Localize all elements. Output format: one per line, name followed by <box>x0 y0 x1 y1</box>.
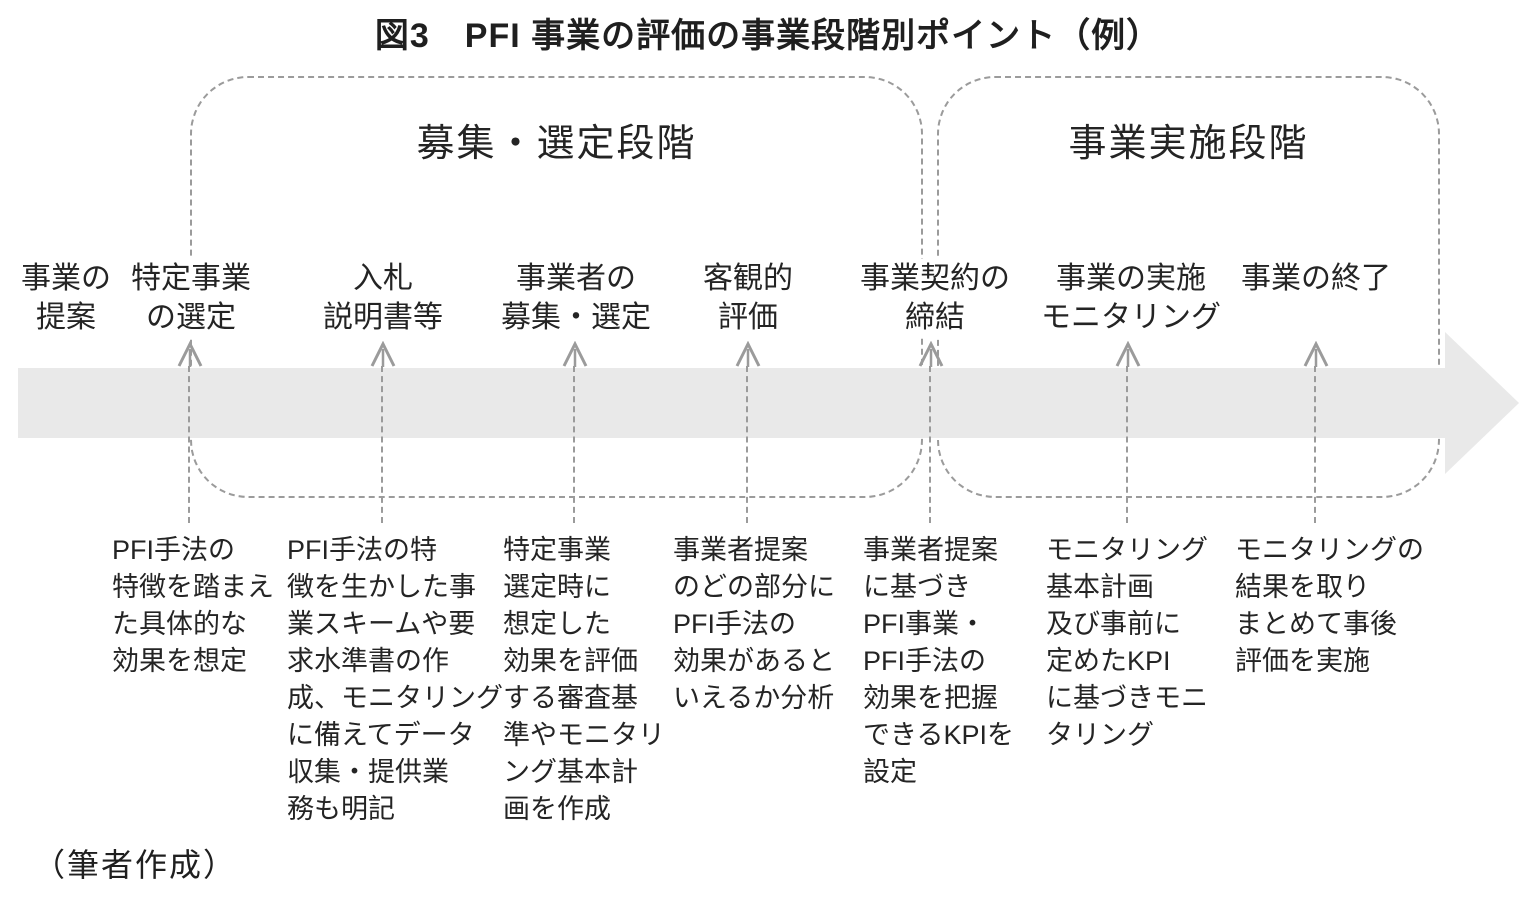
up-arrow-icon <box>562 341 588 367</box>
dashed-line <box>746 366 748 523</box>
dashed-line <box>381 366 383 523</box>
milestone-label-project-selection: 特定事業 の選定 <box>127 259 255 337</box>
milestone-label-implementation-monitoring: 事業の実施 モニタリング <box>1037 259 1225 337</box>
up-arrow-icon <box>735 341 761 367</box>
milestone-connector <box>916 341 946 525</box>
timeline-arrow-head <box>1445 332 1519 474</box>
milestone-connector <box>1113 341 1143 525</box>
milestone-connector <box>733 341 763 525</box>
dashed-line <box>929 366 931 523</box>
phase-label-implementation: 事業実施段階 <box>1068 123 1309 165</box>
milestone-label-operator-selection: 事業者の 募集・選定 <box>497 259 655 337</box>
dashed-line <box>1126 366 1128 523</box>
up-arrow-icon <box>1303 341 1329 367</box>
timeline-arrow-body <box>18 368 1445 438</box>
author-caption: （筆者作成） <box>33 847 238 883</box>
milestone-connector <box>368 341 398 525</box>
dashed-line <box>573 366 575 523</box>
milestone-label-proposal: 事業の 提案 <box>17 259 115 337</box>
point-note-6: モニタリング 基本計画 及び事前に 定めたKPI に基づきモニ タリング <box>1046 535 1208 750</box>
point-note-1: PFI手法の 特徴を踏まえ た具体的な 効果を想定 <box>112 535 274 676</box>
up-arrow-icon <box>1115 341 1141 367</box>
phase-label-recruitment-selection: 募集・選定段階 <box>416 123 697 165</box>
point-note-2: PFI手法の特 徴を生かした事 業スキームや要 求水準書の作 成、モニタリング … <box>287 535 503 824</box>
up-arrow-icon <box>177 341 203 367</box>
dashed-line <box>1314 366 1316 523</box>
point-note-5: 事業者提案 に基づき PFI事業・ PFI手法の 効果を把握 できるKPIを 設… <box>863 535 1014 787</box>
milestone-label-contract-conclusion: 事業契約の 締結 <box>856 259 1014 337</box>
up-arrow-icon <box>370 341 396 367</box>
point-note-3: 特定事業 選定時に 想定した 効果を評価 する審査基 準やモニタリ ング基本計 … <box>503 535 665 824</box>
milestone-label-bid-documents: 入札 説明書等 <box>319 259 447 337</box>
point-note-4: 事業者提案 のどの部分に PFI手法の 効果があると いえるか分析 <box>673 535 835 713</box>
milestone-connector <box>1301 341 1331 525</box>
milestone-label-objective-evaluation: 客観的 評価 <box>699 259 797 337</box>
figure-title: 図3 PFI 事業の評価の事業段階別ポイント（例） <box>374 17 1162 55</box>
milestone-connector <box>175 341 205 525</box>
milestone-connector <box>560 341 590 525</box>
milestone-label-project-end: 事業の終了 <box>1237 259 1395 298</box>
up-arrow-icon <box>918 341 944 367</box>
dashed-line <box>188 366 190 523</box>
point-note-7: モニタリングの 結果を取り まとめて事後 評価を実施 <box>1235 535 1424 676</box>
